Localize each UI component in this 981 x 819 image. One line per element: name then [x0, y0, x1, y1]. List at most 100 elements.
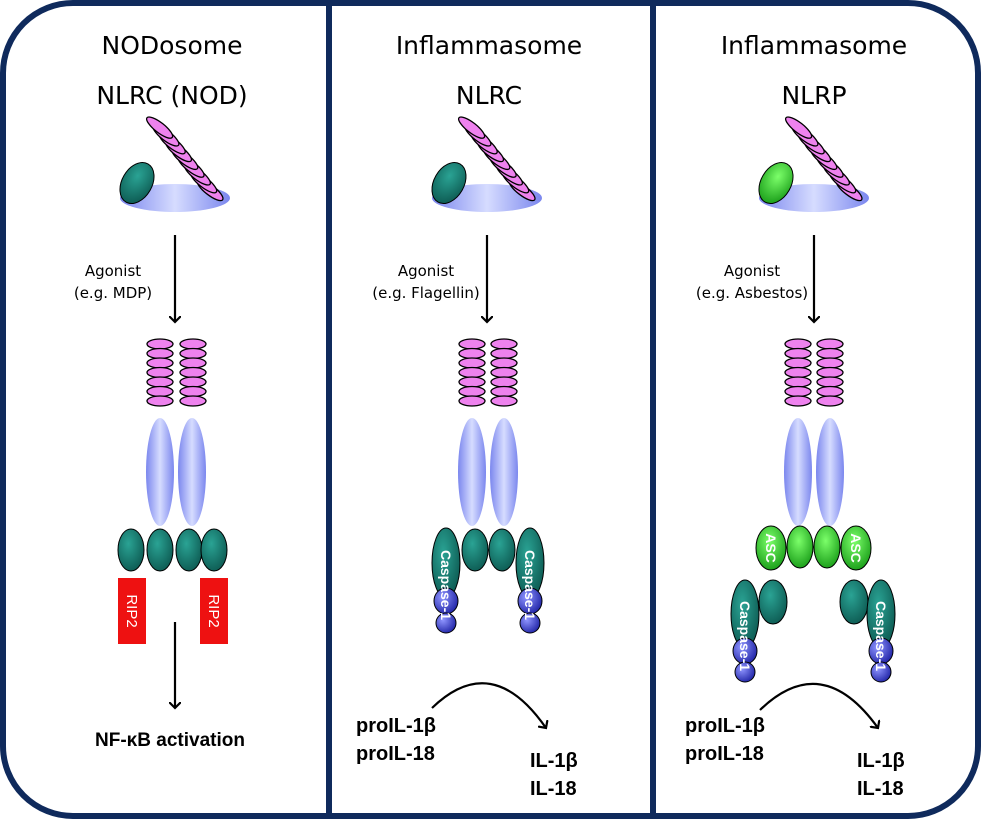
- lrr-segment: [146, 376, 174, 388]
- lrr-segment: [146, 385, 174, 398]
- asc-label: ASC: [763, 533, 779, 563]
- lrr-domain: [457, 116, 536, 202]
- lrr-segment: [458, 366, 486, 379]
- agonist-label: Agonist: [85, 262, 141, 280]
- panel-inflammasome-nlrc: Inflammasome NLRC Agonist (e.g. Flagelli…: [356, 31, 582, 800]
- inactive-receptor: [119, 116, 230, 212]
- panel-nodosome: NODosome NLRC (NOD) Agonist (e.g. MDP) R…: [74, 31, 248, 751]
- card-domain: [117, 528, 145, 572]
- asc-right: ASC: [839, 525, 872, 625]
- nacht-domain: [146, 418, 174, 526]
- cleavage-arrow: [759, 682, 878, 728]
- pyd-domain: [813, 525, 841, 569]
- lrr-segment: [490, 395, 518, 407]
- lrr-segment: [816, 376, 844, 388]
- caspase-ball: [435, 612, 457, 634]
- lrr-segment: [784, 338, 812, 350]
- lrr-segment: [784, 366, 812, 379]
- substrate-label: proIL-18: [356, 743, 435, 765]
- lrr-segment: [490, 347, 518, 360]
- lrr-segment: [146, 366, 174, 379]
- pyd-domain: [786, 525, 814, 569]
- rip2-label: RIP2: [123, 594, 140, 627]
- lrr-stack-left: [146, 338, 174, 407]
- asc-card: [839, 579, 869, 625]
- nacht-domain: [178, 418, 206, 526]
- inactive-receptor: [431, 116, 542, 212]
- agonist-label: Agonist: [398, 262, 454, 280]
- agonist-label: Agonist: [724, 262, 780, 280]
- lrr-segment: [816, 395, 844, 407]
- nacht-domain: [490, 418, 518, 526]
- asc-card: [758, 579, 788, 625]
- rip2-label: RIP2: [205, 594, 222, 627]
- lrr-segment: [179, 395, 207, 407]
- lrr-stack-left: [784, 338, 812, 407]
- rip2-box: [200, 578, 228, 644]
- lrr-segment: [146, 357, 174, 369]
- lrr-segment: [784, 385, 812, 398]
- panel-title: Inflammasome: [396, 31, 582, 60]
- caspase-ball: [870, 661, 892, 683]
- rip2-box: [118, 578, 146, 644]
- lrr-segment: [179, 366, 207, 379]
- agonist-example: (e.g. MDP): [74, 284, 152, 302]
- lrr-segment: [458, 395, 486, 407]
- product-label: IL-18: [530, 778, 577, 800]
- lrr-segment: [784, 376, 812, 388]
- caspase1-label: Caspase-1: [438, 550, 454, 620]
- panel-title: NODosome: [102, 31, 243, 60]
- lrr-segment: [784, 357, 812, 369]
- agonist-example: (e.g. Asbestos): [696, 284, 808, 302]
- panel-subtitle: NLRC (NOD): [96, 81, 247, 110]
- card-domain: [461, 528, 489, 572]
- lrr-segment: [784, 116, 813, 139]
- substrate-label: proIL-1β: [685, 715, 765, 737]
- lrr-segment: [490, 385, 518, 398]
- substrate-label: proIL-1β: [356, 715, 436, 737]
- lrr-domain: [784, 116, 863, 202]
- product-label: IL-1β: [857, 750, 905, 772]
- lrr-segment: [179, 385, 207, 398]
- lrr-stack-right: [816, 338, 844, 407]
- lrr-domain: [145, 116, 224, 202]
- panel-inflammasome-nlrp: Inflammasome NLRP Agonist (e.g. Asbestos…: [685, 31, 907, 800]
- substrate-label: proIL-18: [685, 743, 764, 765]
- lrr-segment: [146, 347, 174, 360]
- nacht-domain: [816, 418, 844, 526]
- caspase1-left: Caspase-1: [431, 527, 461, 634]
- lrr-segment: [457, 116, 486, 139]
- inactive-receptor: [758, 116, 869, 212]
- lrr-segment: [179, 347, 207, 360]
- lrr-segment: [816, 347, 844, 360]
- lrr-segment: [146, 395, 174, 407]
- product-label: IL-1β: [530, 750, 578, 772]
- panel-title: Inflammasome: [721, 31, 907, 60]
- lrr-segment: [458, 357, 486, 369]
- lrr-segment: [816, 366, 844, 379]
- asc-left: ASC: [755, 525, 788, 625]
- nacht-domain: [458, 418, 486, 526]
- card-domain: [119, 162, 155, 204]
- caspase1-right: Caspase-1: [866, 579, 896, 683]
- caspase1-label: Caspase-1: [522, 550, 538, 620]
- lrr-segment: [816, 338, 844, 350]
- lrr-segment: [784, 347, 812, 360]
- lrr-segment: [490, 338, 518, 350]
- nfkb-activation-label: NF-κB activation: [95, 730, 245, 751]
- lrr-segment: [458, 385, 486, 398]
- lrr-stack-right: [179, 338, 207, 407]
- card-domain: [146, 528, 174, 572]
- lrr-segment: [816, 357, 844, 369]
- lrr-segment: [458, 347, 486, 360]
- card-domain: [200, 528, 228, 572]
- panel-subtitle: NLRP: [781, 81, 846, 110]
- lrr-stack-right: [490, 338, 518, 407]
- pyd-domain: [758, 162, 794, 204]
- lrr-segment: [816, 385, 844, 398]
- asc-pyd: [840, 525, 872, 571]
- lrr-segment: [179, 376, 207, 388]
- asc-pyd: [755, 525, 787, 571]
- lrr-segment: [784, 395, 812, 407]
